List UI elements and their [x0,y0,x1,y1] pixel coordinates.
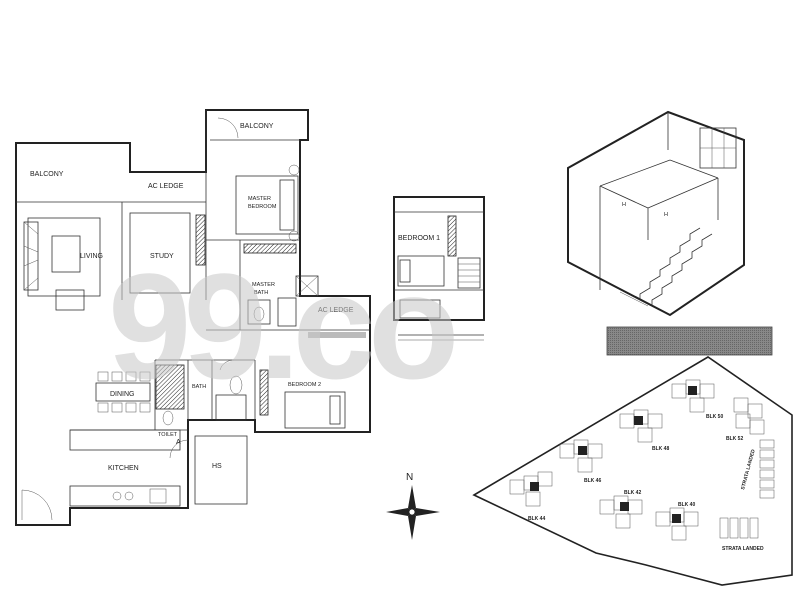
room-label-master-bath-1: MASTER [252,282,275,288]
block-label: BLK 44 [528,516,545,522]
room-label-master-bath-2: BATH [254,290,268,296]
legend-bar [606,326,773,356]
room-label-master-bedroom-2: BEDROOM [248,204,277,210]
room-label-master-bedroom-1: MASTER [248,196,271,202]
compass-north-label: N [406,472,413,483]
room-label-master-balcony: BALCONY [240,123,274,130]
room-label-hs: HS [212,463,222,470]
room-label-toilet: TOILET [158,432,178,438]
room-label-kitchen: KITCHEN [108,465,139,472]
room-label-bedroom-2: BEDROOM 2 [288,382,321,388]
room-label-ac-ledge: AC LEDGE [148,183,184,190]
room-label-bath: BATH [192,384,206,390]
block-label: BLK 46 [584,478,601,484]
room-label-ac-ledge-right: AC LEDGE [318,307,354,314]
room-label-living: LIVING [80,253,103,260]
bedroom-1-plan: BEDROOM 1 [393,196,485,341]
loft-mark: H [664,212,668,218]
isometric-loft-view: H H [567,110,745,317]
site-plan: BLK 44 BLK 46 BLK 48 BLK 50 BLK 52 BLK 4… [472,356,793,586]
unit-floor-plan: BALCONY AC LEDGE BALCONY MASTER BEDROOM … [15,109,371,526]
room-label-balcony: BALCONY [30,171,64,178]
block-label: BLK 48 [652,446,669,452]
block-label: BLK 50 [706,414,723,420]
strata-landed-label: STRATA LANDED [722,546,764,552]
watermark: 99.co [108,242,454,410]
room-label-dining: DINING [110,391,135,398]
compass: N [386,472,440,540]
room-label-study: STUDY [150,253,174,260]
strata-landed-label: STRATA LANDED [740,448,757,490]
marker-a: A [176,439,181,446]
block-label: BLK 40 [678,502,695,508]
block-label: BLK 42 [624,490,641,496]
room-label-bedroom-1: BEDROOM 1 [398,235,440,242]
loft-mark: H [622,202,626,208]
block-label: BLK 52 [726,436,743,442]
